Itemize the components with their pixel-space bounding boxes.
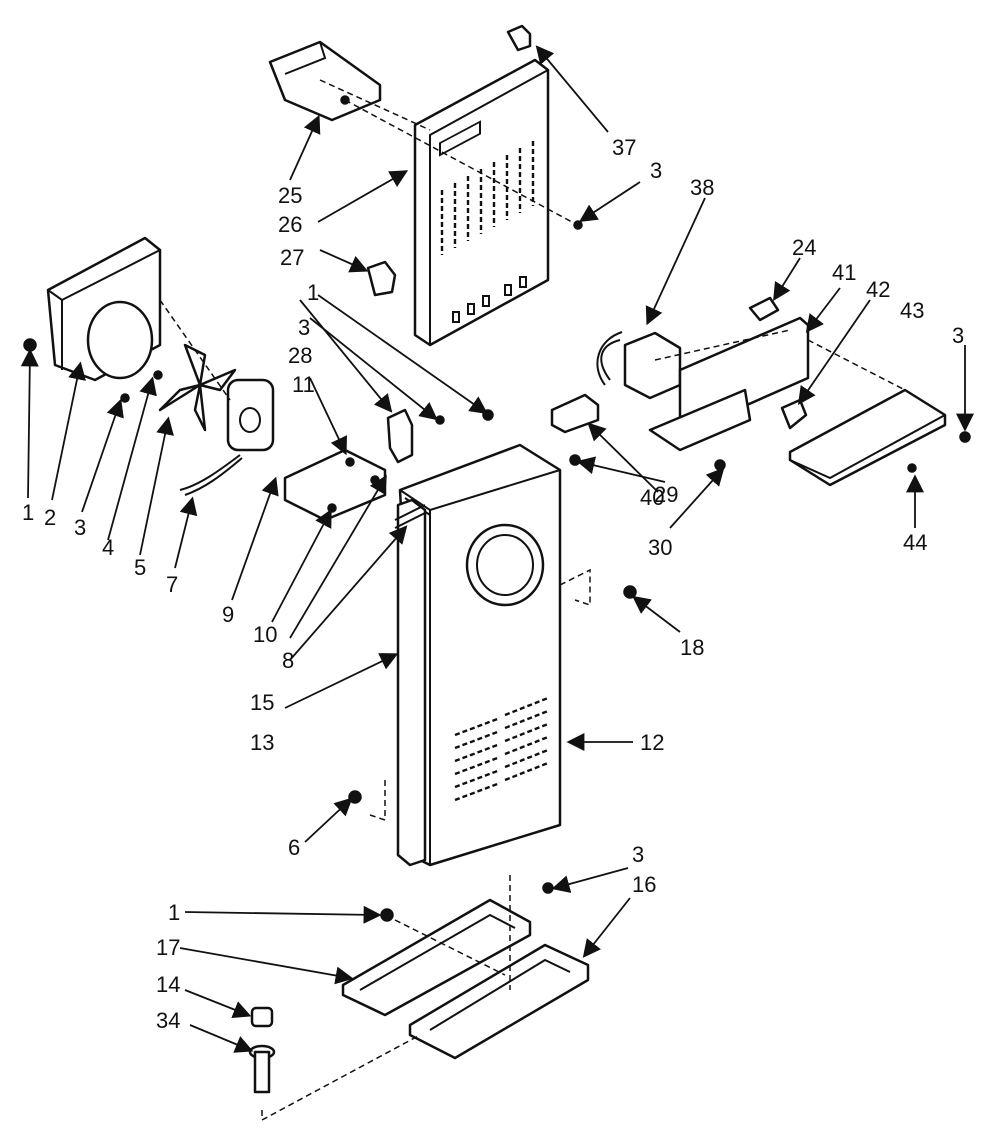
part-3-screw-left — [120, 393, 130, 403]
callout-2: 2 — [44, 505, 56, 530]
part-14-cap — [250, 1006, 274, 1028]
part-43-cover — [788, 388, 947, 487]
part-30-screw — [714, 459, 726, 471]
leader-lines — [20, 45, 974, 1053]
callout-3-bottom: 3 — [632, 842, 644, 867]
part-4-screw — [153, 370, 163, 380]
part-3-screw-top — [573, 220, 583, 230]
vent-hatching — [440, 141, 535, 255]
part-5-fan-blade — [158, 343, 237, 432]
callout-26: 26 — [278, 212, 302, 237]
callout-30: 30 — [648, 535, 672, 560]
part-3-screw-bottom — [542, 882, 554, 894]
callout-44: 44 — [903, 530, 927, 555]
callout-3-mid: 3 — [298, 315, 310, 340]
part-38-transformer — [596, 331, 682, 400]
callout-18: 18 — [680, 635, 704, 660]
part-1-nut-bottom — [380, 908, 394, 922]
part-42-clip — [780, 398, 808, 430]
callout-8: 8 — [282, 648, 294, 673]
callout-37: 37 — [612, 135, 636, 160]
part-2-blower-housing — [46, 236, 162, 382]
callout-13: 13 — [250, 730, 274, 755]
callout-10: 10 — [253, 622, 277, 647]
part-27-bracket — [366, 260, 397, 297]
callout-28: 28 — [288, 343, 312, 368]
callout-16: 16 — [632, 872, 656, 897]
callout-11: 11 — [292, 372, 315, 397]
callout-4: 4 — [102, 535, 114, 560]
part-18-screw — [623, 585, 637, 599]
part-25-top-module — [268, 40, 382, 122]
callout-40: 40 — [640, 485, 664, 510]
callout-25: 25 — [278, 183, 302, 208]
callout-42: 42 — [866, 277, 890, 302]
part-1-nut-left — [23, 338, 37, 352]
part-17-base-frame — [341, 898, 532, 1017]
part-6-nut — [348, 790, 362, 804]
callout-27: 27 — [280, 245, 304, 270]
callout-1-left: 1 — [22, 500, 34, 525]
part-10-screw — [327, 503, 337, 513]
callout-15: 15 — [250, 690, 274, 715]
callout-14: 14 — [156, 972, 180, 997]
callout-12: 12 — [640, 730, 664, 755]
grille-hatching — [454, 696, 549, 802]
part-13-side-rail — [396, 498, 427, 867]
callout-7: 7 — [166, 572, 178, 597]
part-16-base-tray — [408, 943, 590, 1060]
part-29-screw — [569, 454, 581, 466]
part-28-small-bracket — [386, 408, 414, 464]
callout-43: 43 — [900, 298, 924, 323]
callout-9: 9 — [222, 602, 234, 627]
callout-24: 24 — [792, 235, 816, 260]
callout-1-bottom: 1 — [168, 900, 180, 925]
part-40-switch — [550, 393, 600, 434]
part-37-clip — [506, 24, 532, 52]
callout-3-right: 3 — [952, 323, 964, 348]
part-41-mount-plate — [648, 316, 810, 452]
part-7-motor — [179, 378, 275, 496]
callout-5: 5 — [134, 555, 146, 580]
part-3-screw-right — [959, 431, 971, 443]
part-24-knob — [748, 296, 780, 322]
callout-1-top: 1 — [307, 280, 319, 305]
part-34-foot — [248, 1044, 276, 1094]
callout-29: 29 — [654, 482, 678, 507]
part-26-back-panel — [413, 58, 550, 347]
part-44-screw — [907, 463, 917, 473]
callout-labels: 1 2 3 4 5 7 9 10 8 15 13 6 11 28 3 1 29 … — [22, 135, 964, 1033]
bottom-slots — [452, 276, 527, 323]
alignment-lines — [159, 79, 906, 1122]
part-3-screw-mid — [435, 415, 445, 425]
callout-6: 6 — [288, 835, 300, 860]
callout-41: 41 — [832, 260, 856, 285]
callout-34: 34 — [156, 1008, 180, 1033]
callout-3-top: 3 — [650, 158, 662, 183]
callout-38: 38 — [690, 175, 714, 200]
callout-17: 17 — [156, 935, 180, 960]
callout-3-left: 3 — [74, 515, 86, 540]
